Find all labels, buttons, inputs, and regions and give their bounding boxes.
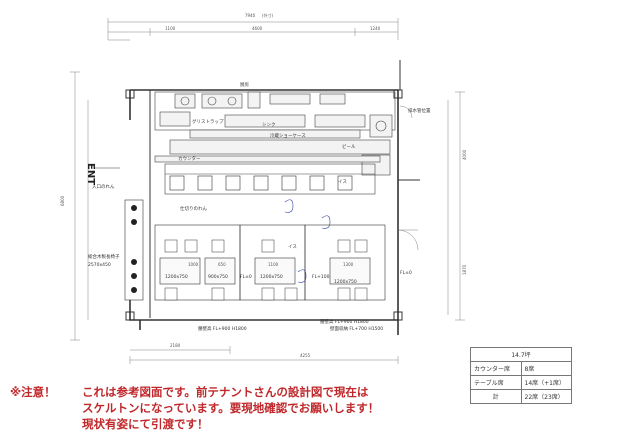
dim-right-2: 1870 — [462, 264, 467, 275]
wall-label-1: 腰壁高 FL+900 H1800 — [198, 325, 247, 332]
notice-line-1: これは参考図面です。前テナントさんの設計図で現在は — [82, 385, 369, 399]
dim-top-1: 1100 — [165, 26, 176, 31]
seat-summary-table: 14.7坪 カウンター席 8席 テーブル席 14席（+1席） 計 22席（23席… — [470, 347, 572, 404]
seat-dim-1: 1000 — [188, 262, 199, 267]
chair-label-b: イス — [288, 244, 297, 250]
beer-server-label: ビール — [342, 143, 356, 150]
counter-seat-label: カウンター席 — [470, 361, 522, 376]
sake-cooler-label: 冷蔵ショーケース — [270, 132, 306, 139]
sink-label: シンク — [262, 122, 276, 128]
counter — [164, 163, 376, 195]
seat-dim-4: 1300 — [343, 262, 354, 267]
people-icons — [131, 205, 137, 293]
chair-label: イス — [338, 179, 347, 185]
floor-level-1: FL±0 — [240, 274, 252, 280]
wall-label-3: 壁面収納 FL+700 H1500 — [330, 325, 383, 332]
dimension-lines — [70, 18, 465, 364]
wall-label-2: 腰壁高 FL+900 H1800 — [320, 318, 369, 325]
table-row: 計 22席（23席） — [470, 389, 572, 404]
dim-overall-width-sub: (外寸) — [262, 12, 274, 18]
notice-line-2: スケルトンになっています。要現地確認でお願いします！ — [82, 401, 380, 415]
table-row: カウンター席 8席 — [470, 361, 572, 376]
seat-dim-2: 650 — [218, 262, 226, 267]
table-row: テーブル席 14席（+1席） — [470, 375, 572, 390]
dim-bottom-2: 4255 — [300, 353, 311, 358]
table-size-1: 1200x750 — [165, 274, 188, 280]
grease-trap-label: グリストラップ — [192, 118, 224, 125]
table-seat-label: テーブル席 — [470, 375, 522, 390]
entrance-label: ENT — [85, 163, 96, 185]
dim-overall-width: 7940 — [245, 13, 256, 18]
bench-label: 総合木製長椅子 — [88, 253, 120, 260]
door-swings — [397, 105, 419, 251]
inner-walls — [125, 60, 420, 321]
entrance-small-label: 入口のれん — [92, 184, 115, 190]
dim-top-3: 1240 — [370, 26, 381, 31]
floor-level-3: FL±0 — [400, 270, 412, 276]
bench — [124, 199, 144, 301]
counter-seat-value: 8席 — [520, 361, 572, 376]
table-seat-value: 14席（+1席） — [520, 375, 572, 390]
area-cell: 14.7坪 — [470, 347, 572, 362]
total-value: 22席（23席） — [520, 389, 572, 404]
table-chairs — [164, 239, 368, 301]
dim-right-1: 4000 — [462, 149, 467, 160]
side-noren-label: 仕切りのれん — [180, 205, 207, 212]
counter-stools — [169, 175, 353, 191]
table-size-2: 900x750 — [208, 274, 228, 280]
table-size-3: 1200x750 — [260, 274, 283, 280]
counter-label: カウンター — [178, 155, 201, 162]
seat-dim-3: 1100 — [268, 262, 279, 267]
total-label: 計 — [470, 389, 522, 404]
dim-bottom-1: 2180 — [170, 343, 181, 348]
notice-line-3: 現状有姿にて引渡です！ — [82, 417, 209, 431]
dim-overall-height: 6800 — [60, 195, 65, 206]
table-row: 14.7坪 — [470, 347, 572, 362]
bench-size: 2570x450 — [88, 262, 111, 268]
dim-top-2: 4600 — [252, 26, 263, 31]
upper-right-label: 排水管位置 — [408, 107, 431, 114]
floor-level-2: FL+100 — [312, 274, 330, 280]
blue-markers — [284, 199, 331, 283]
table-size-4: 1200x750 — [334, 279, 357, 285]
notice-head: ※注意！ — [10, 385, 56, 399]
kitchen-label: 厨房 — [240, 81, 249, 88]
kitchen-equipment — [154, 91, 396, 176]
table-area — [154, 224, 386, 301]
notice: ※注意！ これは参考図面です。前テナントさんの設計図で現在は スケルトンになってい… — [10, 384, 460, 432]
